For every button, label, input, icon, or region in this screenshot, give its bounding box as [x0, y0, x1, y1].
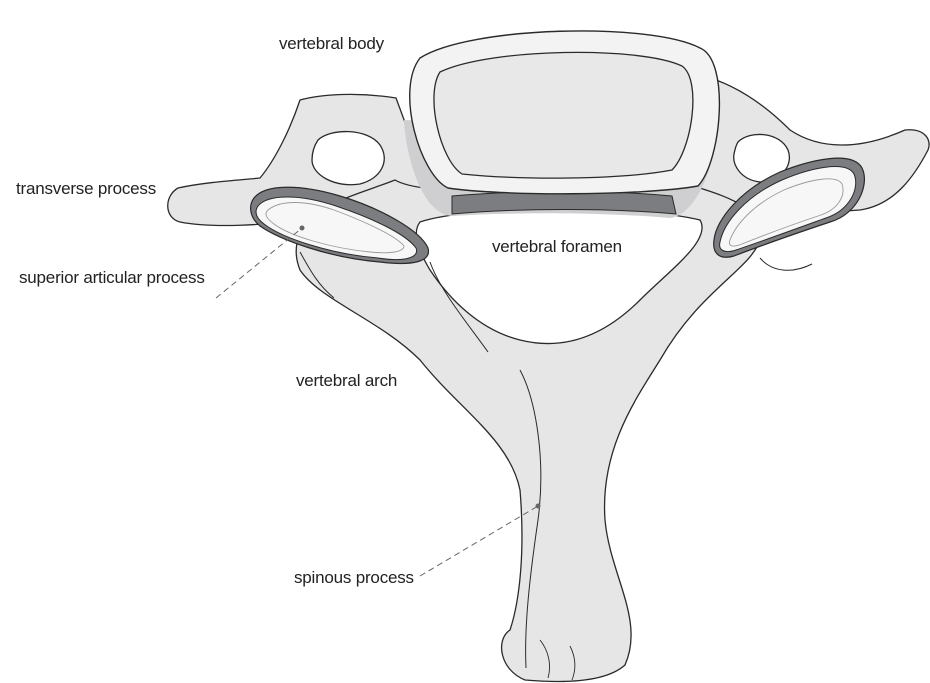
left-transverse-foramen — [312, 132, 384, 185]
leader-dot-superior-articular-process — [300, 226, 305, 231]
label-transverse-process: transverse process — [16, 179, 156, 199]
leader-dot-spinous-process — [536, 504, 541, 509]
label-vertebral-body: vertebral body — [279, 34, 384, 54]
label-vertebral-foramen: vertebral foramen — [492, 237, 622, 257]
vertebral-body-inner — [434, 52, 693, 178]
label-vertebral-arch: vertebral arch — [296, 371, 397, 391]
leader-line-superior-articular-process — [216, 228, 302, 298]
label-spinous-process: spinous process — [294, 568, 414, 588]
right-facet-contour — [760, 258, 812, 270]
leader-line-spinous-process — [420, 506, 538, 576]
label-superior-articular-process: superior articular process — [19, 268, 205, 288]
